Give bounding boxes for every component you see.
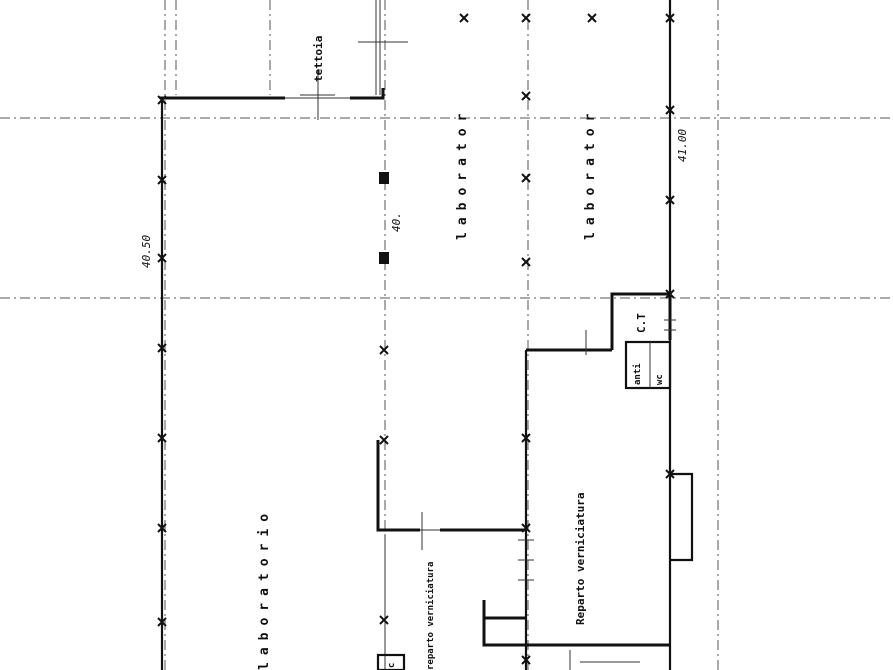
column-marker	[521, 257, 531, 267]
column-marker	[521, 13, 531, 23]
label-ct: C.T	[635, 313, 648, 333]
column-marker	[157, 523, 167, 533]
column-marker	[379, 435, 389, 445]
column-marker	[157, 617, 167, 627]
walls	[160, 0, 694, 670]
column-marker	[521, 91, 531, 101]
column-marker	[157, 95, 167, 105]
columns	[157, 13, 675, 665]
pillar-block	[379, 172, 389, 184]
label-wc: wc	[655, 374, 665, 385]
door-marks	[300, 41, 676, 581]
column-marker	[157, 433, 167, 443]
column-marker	[665, 289, 675, 299]
label-laboratorio-main: laboratorio	[257, 507, 272, 670]
label-laboratorio-upper-1: laborator	[455, 107, 470, 240]
column-marker	[665, 13, 675, 23]
label-c-small: c	[387, 663, 397, 668]
column-marker	[521, 173, 531, 183]
label-anti: anti	[632, 363, 643, 385]
label-laboratorio-upper-2: laborator	[583, 107, 598, 240]
column-marker	[665, 105, 675, 115]
label-tettoia: tettoia	[312, 36, 325, 82]
label-reparto-verniciatura-main: Reparto verniciatura	[574, 493, 587, 625]
dimension-right: 41.00	[676, 129, 689, 162]
column-marker	[665, 469, 675, 479]
dimension-middle: 40.	[390, 212, 403, 232]
pillar-block	[379, 252, 389, 264]
column-marker	[379, 345, 389, 355]
column-marker	[665, 195, 675, 205]
column-marker	[379, 615, 389, 625]
column-marker	[521, 433, 531, 443]
dimension-left: 40.50	[140, 235, 153, 268]
column-marker	[157, 253, 167, 263]
column-marker	[587, 13, 597, 23]
room-labels: tettoia laborator laborator laboratorio …	[257, 36, 665, 670]
column-marker	[521, 655, 531, 665]
column-marker	[157, 343, 167, 353]
column-marker	[157, 175, 167, 185]
column-marker	[459, 13, 469, 23]
label-reparto-verniciatura-small: reparto verniciatura	[425, 562, 436, 670]
column-marker	[521, 523, 531, 533]
dimension-labels: 40.50 40. 41.00	[140, 129, 689, 268]
